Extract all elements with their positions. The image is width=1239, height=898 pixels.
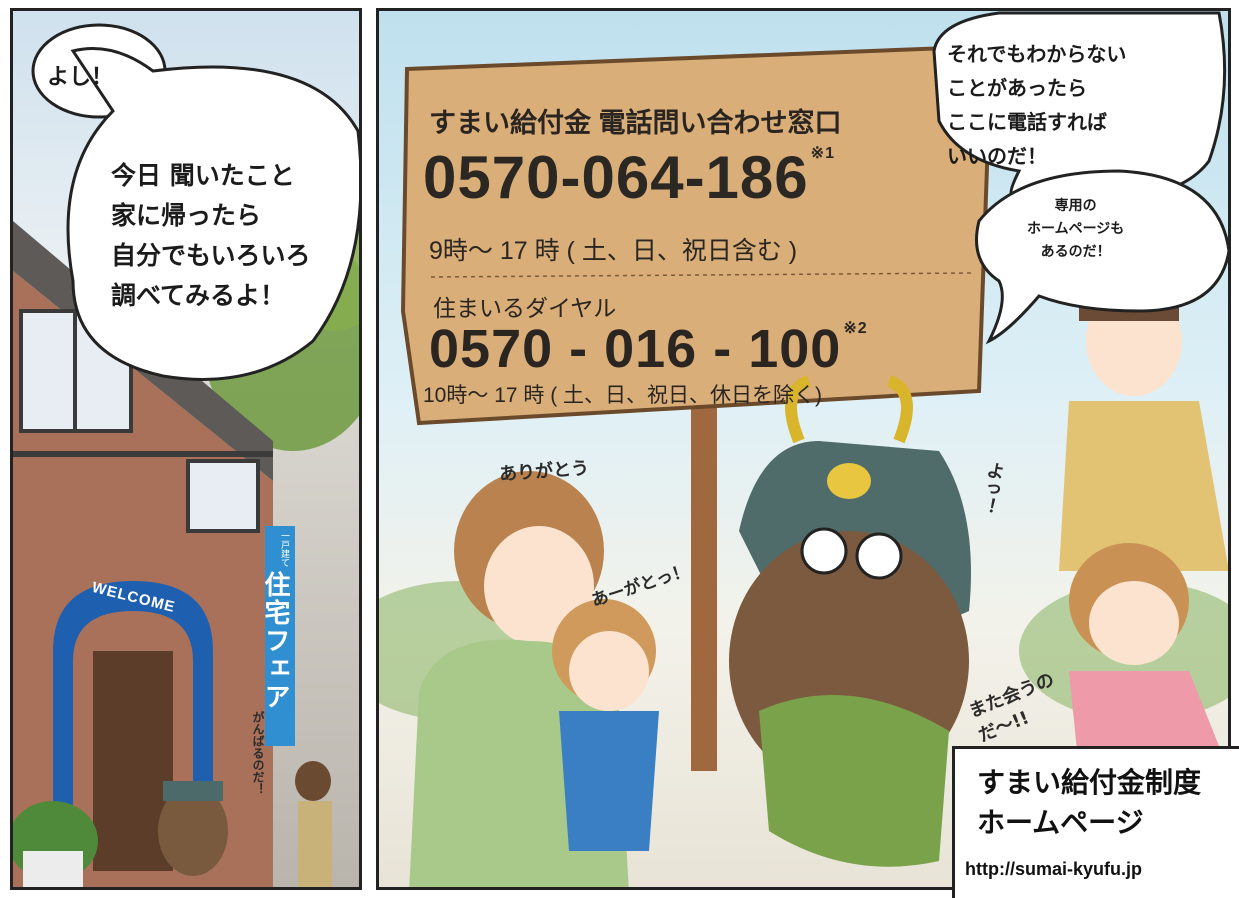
banner-text: 住宅フェア [260, 571, 290, 711]
family-tanuki-illustration [379, 11, 1228, 887]
sign-heading: すまい給付金 電話問い合わせ窓口 [429, 108, 842, 138]
sign-dial-name: 住まいるダイヤル [433, 295, 617, 321]
sign-phone-primary: 0570-064-186※1 [423, 143, 835, 212]
sign-hours-secondary: 10時〜 17 時 ( 土、日、祝日、休日を除く) [423, 384, 823, 407]
sign-hours-primary: 9時〜 17 時 ( 土、日、祝日含む ) [429, 237, 798, 265]
homepage-title: すまい給付金制度 ホームページ [977, 766, 1202, 839]
right-manga-panel: すまい給付金 電話問い合わせ窓口 0570-064-186※1 9時〜 17 時… [376, 8, 1231, 890]
speech-bubble-yoshi: よし！ [47, 64, 114, 90]
sign-phone-secondary: 0570 - 016 - 100※2 [429, 318, 868, 380]
homepage-callout-box: すまい給付金制度 ホームページ http://sumai-kyufu.jp [952, 746, 1239, 898]
phone-number-1: 0570-064-186 [423, 144, 809, 211]
phone-note-2: ※2 [843, 320, 868, 337]
banner-small-text: 一戸建て [279, 531, 289, 567]
speech-bubble-call-here: それでもわからない ことがあったら ここに電話すれば いいのだ！ [947, 42, 1127, 168]
house-scene-illustration [13, 23, 359, 887]
homepage-url-link[interactable]: http://sumai-kyufu.jp [965, 859, 1142, 879]
speech-bubble-research: 今日 聞いたこと 家に帰ったら 自分でもいろいろ 調べてみるよ！ [111, 161, 311, 310]
left-manga-panel: よし！ 今日 聞いたこと 家に帰ったら 自分でもいろいろ 調べてみるよ！ WEL… [10, 8, 362, 890]
handwritten-ganbaru: がんばるのだ！ [251, 711, 265, 795]
speech-bubble-homepage: 専用の ホームページも あるのだ！ [1027, 198, 1125, 260]
phone-note-1: ※1 [810, 145, 835, 162]
phone-number-2: 0570 - 016 - 100 [429, 319, 842, 379]
